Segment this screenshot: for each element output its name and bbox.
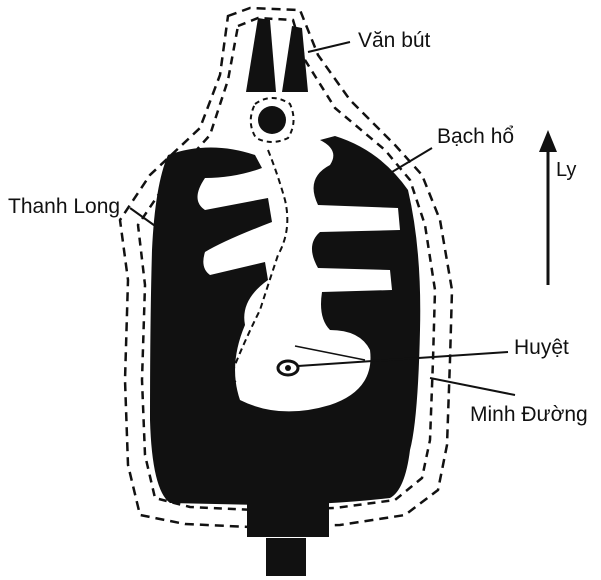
pedestal-lower-block: [266, 538, 306, 576]
label-huyet: Huyệt: [514, 337, 569, 358]
label-van-but: Văn bút: [358, 30, 430, 51]
bach-ho-leader: [392, 148, 432, 172]
van-but-left-peak: [246, 18, 276, 92]
label-thanh-long: Thanh Long: [8, 196, 120, 217]
van-but-right-peak: [282, 26, 308, 92]
top-knob: [258, 106, 286, 134]
main-landmass: [150, 136, 420, 505]
label-ly: Ly: [556, 160, 576, 180]
huyet-leader-extension: [295, 346, 365, 360]
label-minh-duong: Minh Đường: [470, 404, 588, 425]
label-bach-ho: Bạch hổ: [437, 126, 514, 147]
ly-arrow-head: [539, 130, 557, 152]
pedestal-upper-block: [247, 497, 329, 537]
huyet-center: [285, 365, 291, 371]
minh-duong-leader: [430, 378, 515, 395]
thanh-long-leader: [130, 208, 158, 228]
